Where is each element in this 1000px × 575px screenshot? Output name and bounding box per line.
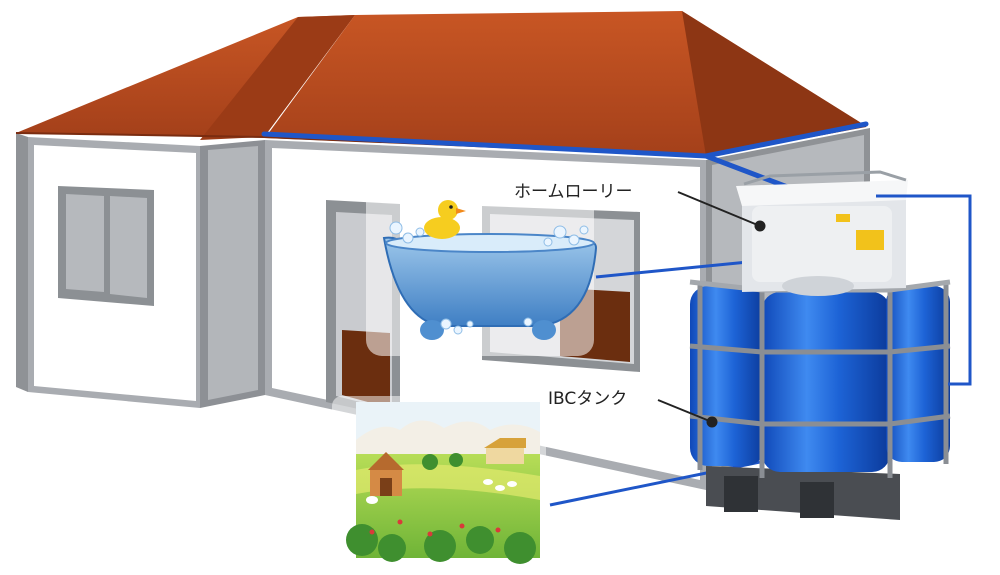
farm-landscape-icon (332, 396, 546, 564)
overflow-pipe (876, 194, 972, 386)
house-left-wall-side (16, 133, 28, 392)
home-lorry-tank (736, 170, 908, 296)
house-left-window (58, 186, 154, 306)
label-home-lorry: ホームローリー (514, 182, 633, 202)
callout-ibc-tank: IBCタンク (548, 389, 718, 428)
label-ibc-tank: IBCタンク (548, 389, 627, 409)
downpipe (703, 153, 793, 191)
bathtub-with-rubber-duck-icon (366, 186, 598, 356)
callout-home-lorry: ホームローリー (514, 182, 766, 232)
ibc-tank (689, 279, 951, 520)
house-roof (15, 11, 867, 158)
connector-bathtub (595, 260, 749, 279)
